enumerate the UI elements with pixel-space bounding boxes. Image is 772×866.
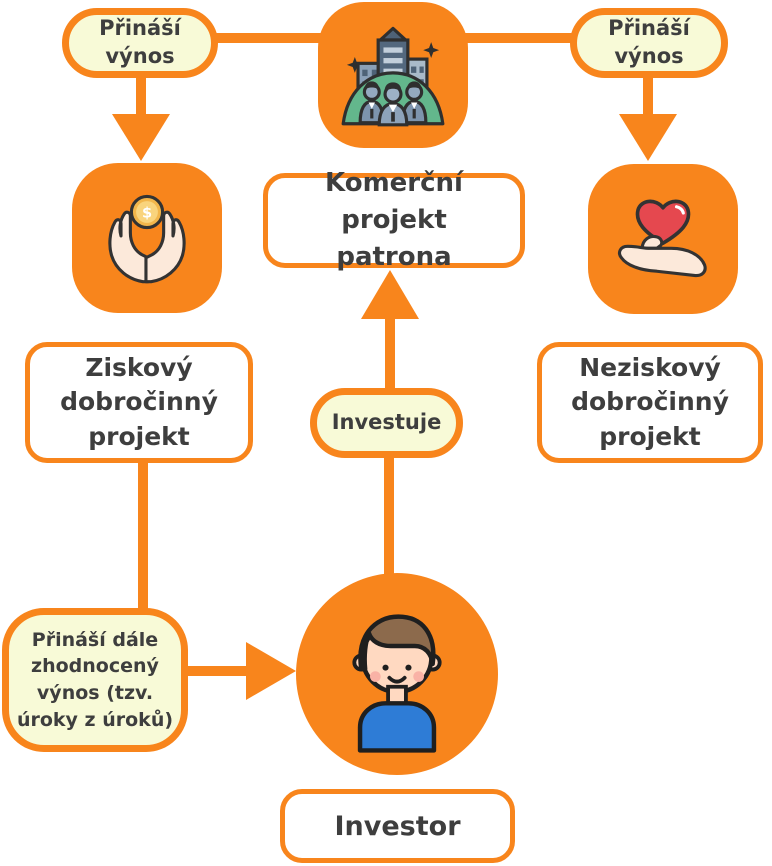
hand-right	[144, 210, 186, 284]
arrowhead-invest-up	[361, 270, 419, 319]
open-hand	[618, 244, 707, 278]
commercial-project-box: Komerční projekt patrona	[263, 168, 525, 272]
profit-icon-tile: $	[72, 163, 222, 313]
hand-holding-heart-icon	[618, 199, 707, 278]
window	[362, 69, 368, 77]
investor-avatar-circle	[296, 573, 498, 775]
eye-right	[405, 664, 412, 671]
company-buildings-people-icon	[341, 26, 445, 127]
connector-group	[136, 33, 653, 676]
invest-pill: Investuje	[310, 388, 463, 458]
profit-project-box: Ziskový dobročinný projekt	[25, 342, 253, 463]
collar	[368, 102, 375, 109]
company-tile	[318, 2, 468, 148]
collar	[388, 104, 398, 113]
collar	[411, 102, 418, 109]
compound-return-label: Přináší dále zhodnocený výnos (tzv. úrok…	[16, 628, 174, 731]
blush-left	[369, 671, 381, 682]
window	[411, 66, 417, 73]
eye-left	[382, 664, 389, 671]
hair	[406, 81, 422, 90]
sparkle-icon	[423, 42, 440, 59]
thumb	[640, 234, 664, 250]
coin-dollar-symbol: $	[142, 205, 152, 222]
heart-shine	[674, 205, 685, 215]
coin-inner	[136, 201, 158, 223]
window	[371, 69, 378, 77]
hands-holding-coin-icon: $	[108, 194, 186, 284]
shirt	[357, 701, 437, 753]
hair	[358, 614, 436, 672]
building-roof	[378, 26, 408, 42]
arrowhead-left-down	[112, 114, 170, 161]
window	[419, 66, 424, 73]
hair	[364, 81, 380, 90]
window	[383, 47, 403, 53]
pill-prinasi-vynos-right: Přináší výnos	[570, 8, 728, 78]
investor-avatar-icon	[352, 614, 442, 753]
pill-prinasi-vynos-right-label: Přináší výnos	[608, 16, 690, 68]
window	[383, 58, 403, 64]
pill-prinasi-vynos-left: Přináší výnos	[62, 8, 218, 78]
investor-box: Investor	[280, 789, 515, 863]
heart	[635, 199, 691, 245]
people-group	[358, 81, 428, 127]
pill-prinasi-vynos-left-label: Přináší výnos	[99, 16, 181, 68]
sparkle-icon	[346, 56, 363, 73]
blush-right	[413, 671, 425, 682]
arrowhead-right-down	[619, 114, 677, 161]
smile	[387, 675, 407, 684]
commercial-project-label: Komerční projekt patrona	[325, 168, 463, 272]
nonprofit-icon-tile	[588, 164, 738, 314]
arrowhead-compound-right	[246, 642, 296, 700]
compound-return-box: Přináší dále zhodnocený výnos (tzv. úrok…	[2, 608, 188, 752]
profit-project-label: Ziskový dobročinný projekt	[60, 352, 218, 451]
arrowhead-group	[112, 114, 677, 700]
nonprofit-project-box: Neziskový dobročinný projekt	[537, 342, 763, 463]
hair	[384, 82, 402, 92]
invest-pill-label: Investuje	[331, 410, 442, 435]
hand-left	[108, 210, 150, 284]
investor-label: Investor	[334, 810, 461, 842]
nonprofit-project-label: Neziskový dobročinný projekt	[571, 352, 729, 451]
